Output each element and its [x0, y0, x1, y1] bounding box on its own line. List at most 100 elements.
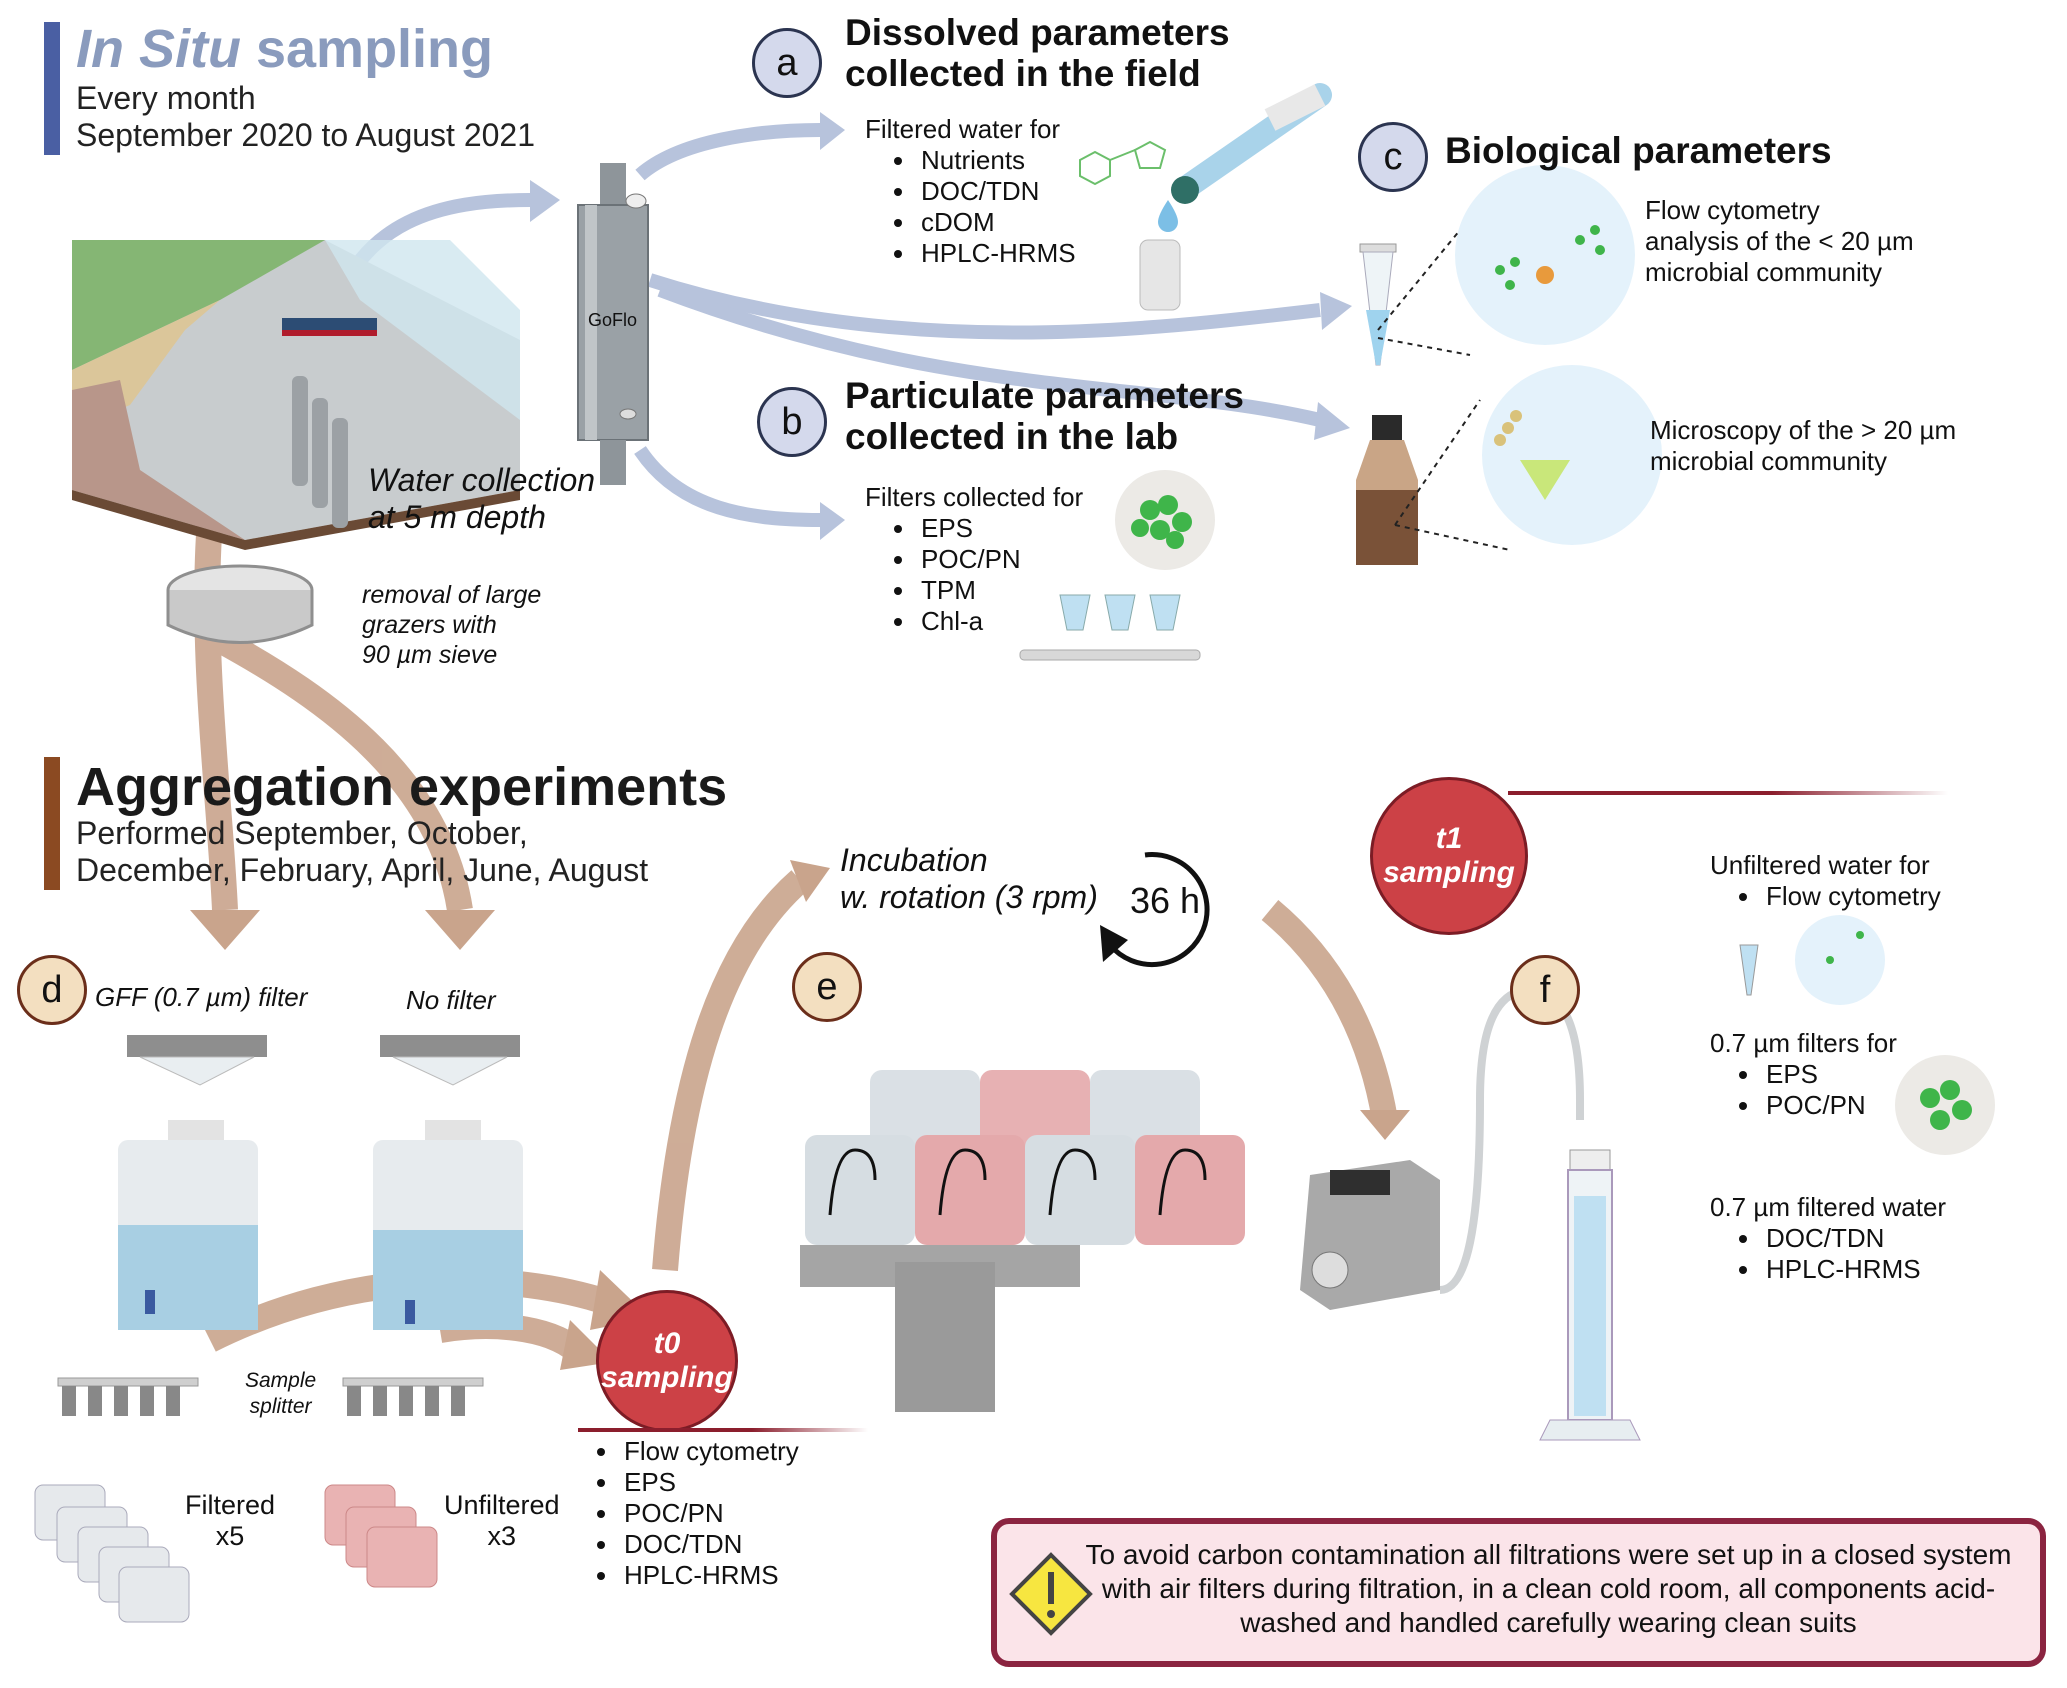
t0-sampling-badge: t0 sampling	[596, 1290, 738, 1432]
list-item: Nutrients	[917, 145, 1076, 176]
t1-unfiltered-intro: Unfiltered water for	[1710, 850, 1930, 880]
blue-flow-arrows	[323, 123, 1322, 527]
list-item: EPS	[1762, 1059, 1897, 1090]
sieve-line-3: 90 µm sieve	[362, 641, 498, 669]
in-situ-frequency: Every month	[76, 80, 256, 116]
t1-filtered-water-list: 0.7 µm filtered water DOC/TDN HPLC-HRMS	[1710, 1192, 1946, 1285]
flow-line-2: analysis of the < 20 µm	[1645, 226, 1914, 256]
arrow-to-panel-b	[634, 446, 821, 527]
list-item: EPS	[620, 1467, 799, 1498]
water-collection-line-2: at 5 m depth	[368, 499, 546, 535]
list-item: cDOM	[917, 207, 1076, 238]
filtered-count: x5	[215, 1521, 245, 1551]
list-item: TPM	[917, 575, 1083, 606]
in-situ-subtitle: Every month September 2020 to August 202…	[76, 80, 535, 154]
carboy-filtered-icon	[118, 1035, 267, 1330]
incubation-duration: 36 h	[1130, 880, 1201, 921]
brown-bottle-icon	[1356, 415, 1418, 565]
splitter-line-1: Sample	[245, 1369, 317, 1392]
panel-b-title-line-1: Particulate parameters	[845, 375, 1244, 416]
microbe-bubble-large	[1482, 365, 1662, 545]
aggregation-months-1: Performed September, October,	[76, 815, 528, 851]
flow-cytometry-tube-icon	[1359, 243, 1397, 366]
rotation-cycle-icon	[1100, 852, 1210, 968]
panel-b-title-line-2: collected in the lab	[845, 416, 1179, 457]
sieve-label: removal of large grazers with 90 µm siev…	[362, 580, 541, 670]
t0-list: Flow cytometry EPS POC/PN DOC/TDN HPLC-H…	[568, 1436, 799, 1591]
unfiltered-jars-icon	[324, 1484, 438, 1588]
flow-cytometry-description: Flow cytometry analysis of the < 20 µm m…	[1645, 195, 1914, 288]
graduated-cylinder-icon	[1539, 1149, 1641, 1441]
t1-unfiltered-list: Unfiltered water for Flow cytometry	[1710, 850, 1941, 912]
flow-line-3: microbial community	[1645, 257, 1882, 287]
filtered-count-label: Filtered x5	[185, 1490, 275, 1552]
in-situ-accent-bar	[44, 22, 60, 155]
list-item: Chl-a	[917, 606, 1083, 637]
incubation-line-2: w. rotation (3 rpm)	[840, 879, 1098, 915]
t1-divider	[1508, 791, 1948, 795]
list-item: DOC/TDN	[917, 176, 1076, 207]
gff-filter-label: GFF (0.7 µm) filter	[95, 982, 308, 1012]
panel-a-intro: Filtered water for	[865, 114, 1061, 144]
panel-b-badge: b	[757, 387, 827, 457]
arrow-head-a	[820, 112, 845, 150]
unfiltered-label: Unfiltered	[444, 1490, 560, 1520]
t1-sampling-badge: t1 sampling	[1370, 777, 1528, 935]
sieve-line-1: removal of large	[362, 581, 542, 609]
aggregation-accent-bar	[44, 757, 60, 890]
panel-f-badge: f	[1510, 955, 1580, 1025]
warning-text: To avoid carbon contamination all filtra…	[1085, 1539, 2012, 1638]
unfiltered-count-label: Unfiltered x3	[444, 1490, 560, 1552]
panel-a-badge: a	[752, 28, 822, 98]
water-drop-icon	[1158, 200, 1178, 232]
arrow-head-b	[820, 502, 845, 540]
arrow-head-goflo	[530, 180, 560, 222]
panel-a-title: Dissolved parameters collected in the fi…	[845, 12, 1230, 94]
list-item: DOC/TDN	[1762, 1223, 1946, 1254]
sample-splitter-label: Sample splitter	[245, 1368, 316, 1420]
ocean-block-illustration	[72, 240, 520, 550]
carboy-unfiltered-icon	[373, 1035, 523, 1330]
t0-divider	[578, 1428, 868, 1432]
t0-label: t0	[653, 1327, 681, 1360]
pump-tubing	[1439, 985, 1584, 1294]
t1-filters-list: 0.7 µm filters for EPS POC/PN	[1710, 1028, 1897, 1121]
arrow-to-bottle	[657, 283, 1322, 427]
panel-e-badge: e	[792, 952, 862, 1022]
t1-filtered-intro: 0.7 µm filtered water	[1710, 1192, 1947, 1222]
in-situ-title-italic: In Situ	[76, 19, 241, 79]
no-filter-label: No filter	[406, 985, 496, 1015]
t1-sampling-label: sampling	[1383, 856, 1515, 889]
panel-a-title-line-2: collected in the field	[845, 53, 1201, 94]
microscopy-description: Microscopy of the > 20 µm microbial comm…	[1650, 415, 1956, 477]
in-situ-period: September 2020 to August 2021	[76, 117, 536, 153]
incubation-label: Incubation w. rotation (3 rpm)	[840, 842, 1098, 916]
ship-icon	[282, 318, 377, 332]
t1-filter-disc-icon	[1895, 1055, 1995, 1155]
in-situ-title-rest: sampling	[240, 19, 494, 79]
aggregation-title: Aggregation experiments	[76, 757, 728, 817]
list-item: HPLC-HRMS	[1762, 1254, 1946, 1285]
panel-a-list: Filtered water for Nutrients DOC/TDN cDO…	[865, 114, 1076, 269]
t1-microbe-bubble-icon	[1739, 915, 1885, 1005]
aggregation-subtitle: Performed September, October, December, …	[76, 815, 648, 889]
arrow-head-tube	[1320, 292, 1352, 330]
microbe-bubble-small	[1455, 165, 1635, 345]
arrow-to-panel-a	[635, 123, 821, 181]
arrow-head-bottle	[1314, 402, 1350, 440]
micro-line-2: microbial community	[1650, 446, 1887, 476]
panel-a-title-line-1: Dissolved parameters	[845, 12, 1230, 53]
sieve-icon	[166, 564, 314, 644]
filtered-label: Filtered	[185, 1490, 276, 1520]
unfiltered-count: x3	[487, 1521, 517, 1551]
contamination-warning-box: To avoid carbon contamination all filtra…	[991, 1518, 2046, 1667]
list-item: Flow cytometry	[1762, 881, 1941, 912]
list-item: POC/PN	[917, 544, 1083, 575]
filter-disc-icon	[1115, 470, 1215, 570]
panel-b-list: Filters collected for EPS POC/PN TPM Chl…	[865, 482, 1083, 637]
panel-b-intro: Filters collected for	[865, 482, 1084, 512]
warning-icon	[1009, 1552, 1093, 1636]
sample-splitter-filtered-icon	[57, 1377, 199, 1416]
panel-d-badge: d	[17, 955, 87, 1025]
